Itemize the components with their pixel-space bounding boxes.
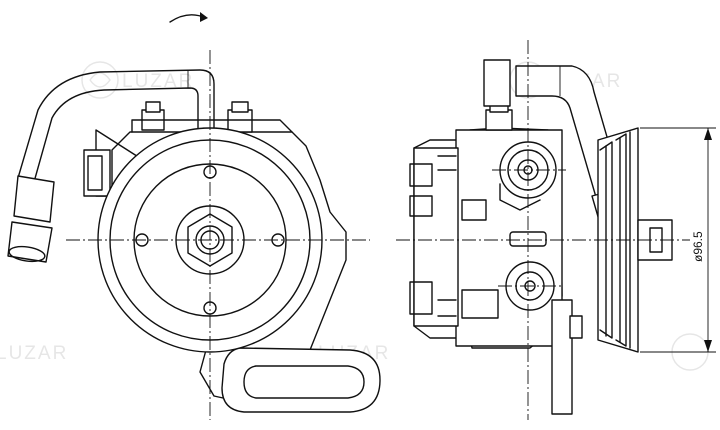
watermark-text: LUZAR <box>0 343 68 364</box>
watermark-text: LUZAR <box>122 71 194 92</box>
diameter-dimension: ø96.5 <box>640 127 716 353</box>
rotation-arrowhead-icon <box>200 12 208 22</box>
return-hose <box>7 69 215 263</box>
front-view <box>7 12 381 420</box>
side-view: ø96.5 <box>396 40 716 420</box>
diameter-label: ø96.5 <box>691 231 705 262</box>
watermark-logo-top-left: LUZAR <box>81 61 194 99</box>
watermark-logo-left-edge: LUZAR <box>0 343 68 364</box>
